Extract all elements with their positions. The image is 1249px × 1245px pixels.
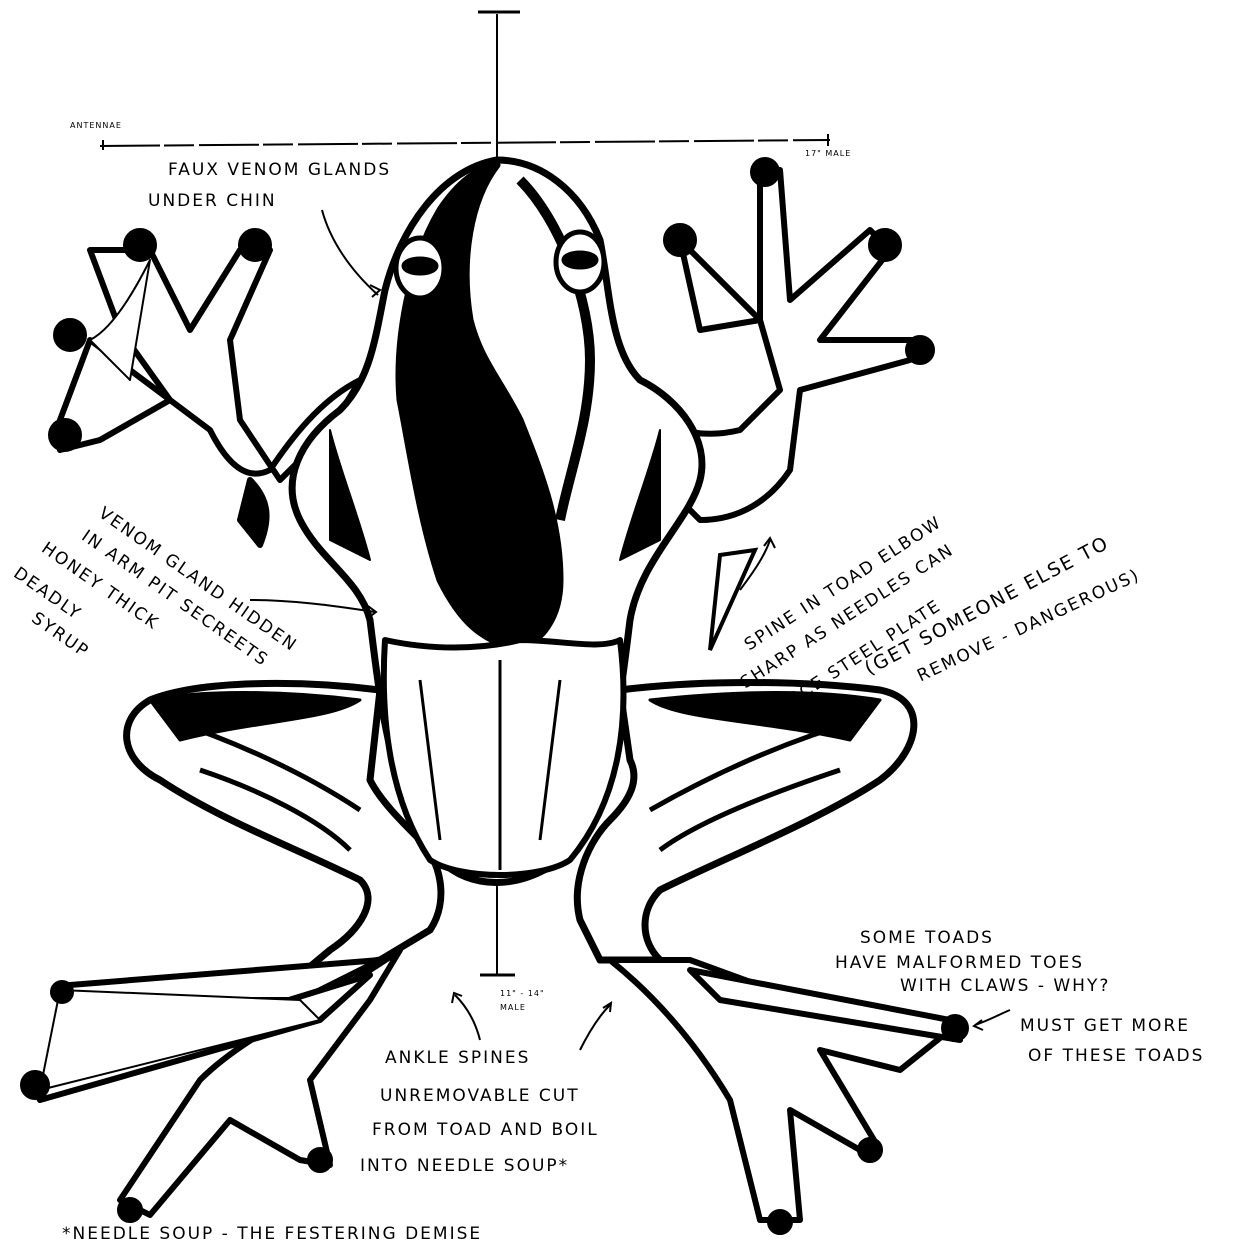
footnote: *NEEDLE SOUP - THE FESTERING DEMISE	[62, 1226, 482, 1243]
ankle-note-line2: UNREMOVABLE CUT	[380, 1088, 580, 1105]
left-hind-foot	[23, 950, 400, 1220]
scale-left-label: ANTENNAE	[70, 122, 122, 130]
chin-note-line1: FAUX VENOM GLANDS	[168, 162, 391, 179]
toes-note-line3: WITH CLAWS - WHY?	[900, 978, 1110, 995]
toes-note-line2: HAVE MALFORMED TOES	[835, 955, 1084, 972]
ankle-note-line3: FROM TOAD AND BOIL	[372, 1122, 599, 1139]
tail-small-label1: 11" - 14"	[500, 990, 545, 998]
more-note-line1: MUST GET MORE	[1020, 1018, 1190, 1035]
more-note-line2: OF THESE TOADS	[1028, 1048, 1204, 1065]
right-hind-leg	[577, 683, 914, 961]
scale-right-label: 17" MALE	[805, 150, 851, 158]
toes-note-line1: SOME TOADS	[860, 930, 994, 947]
ankle-note-line1: ANKLE SPINES	[385, 1050, 530, 1067]
chin-note-line2: UNDER CHIN	[148, 193, 277, 210]
tail-small-label2: MALE	[500, 1004, 526, 1012]
ankle-note-line4: INTO NEEDLE SOUP*	[360, 1158, 569, 1175]
right-hind-foot	[610, 960, 966, 1232]
